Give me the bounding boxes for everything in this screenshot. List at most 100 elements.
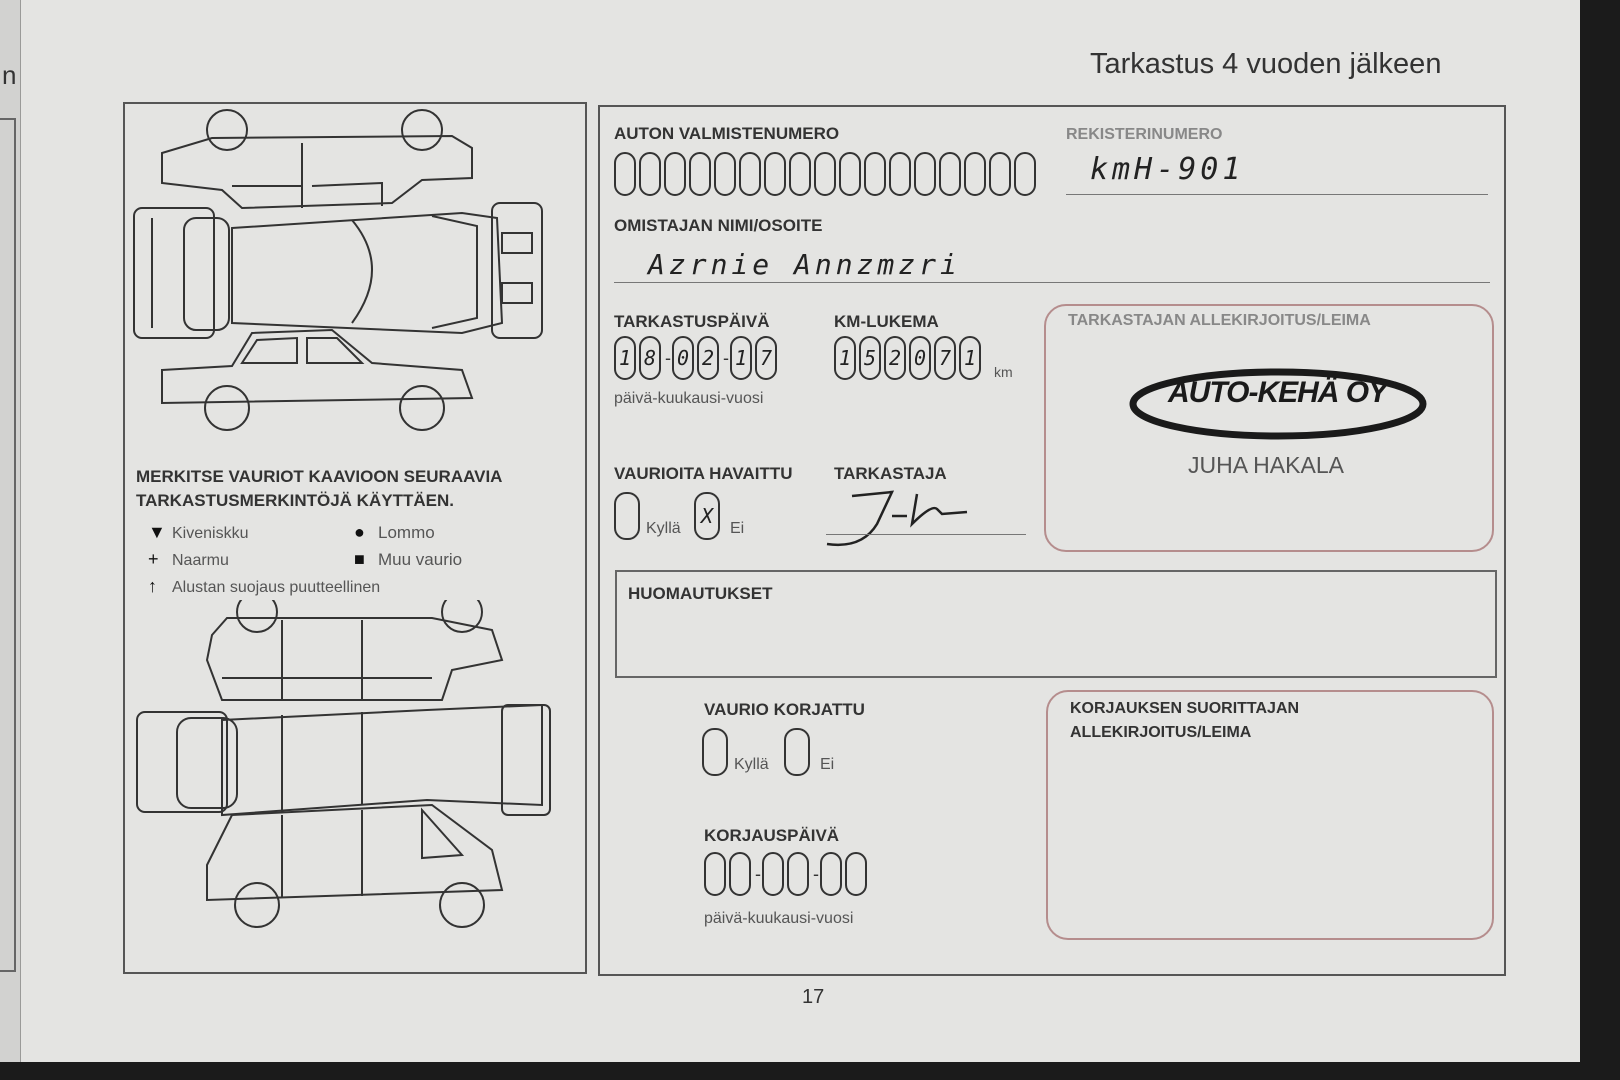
inspector-signature-box[interactable]	[1044, 304, 1494, 552]
car-sedan-diagram	[133, 109, 543, 431]
repair-date-field[interactable]: - -	[704, 852, 870, 896]
vin-digit-box[interactable]	[739, 152, 761, 196]
date-digit: 7	[759, 346, 773, 370]
date-digit-box[interactable]: 0	[672, 336, 694, 380]
vin-digit-box[interactable]	[889, 152, 911, 196]
damage-found-label: VAURIOITA HAVAITTU	[614, 464, 793, 483]
vin-digit-box[interactable]	[714, 152, 736, 196]
vin-digit-box[interactable]	[664, 152, 686, 196]
date-separator: -	[665, 348, 671, 368]
repair-date-digit-box[interactable]	[820, 852, 842, 896]
remarks-label: HUOMAUTUKSET	[628, 584, 773, 603]
legend-label: Muu vaurio	[378, 550, 463, 569]
vin-digit-box[interactable]	[914, 152, 936, 196]
date-digit: 1	[618, 346, 632, 370]
inspector-label: TARKASTAJA	[834, 464, 947, 483]
page-title: Tarkastus 4 vuoden jälkeen	[1090, 48, 1442, 80]
repairer-signature-label-1: KORJAUKSEN SUORITTAJAN	[1070, 700, 1300, 717]
stamp-person-name: JUHA HAKALA	[1188, 452, 1344, 478]
vin-digit-box[interactable]	[764, 152, 786, 196]
date-digit-box[interactable]: 8	[639, 336, 661, 380]
vin-digit-box[interactable]	[989, 152, 1011, 196]
inspector-signature-label: TARKASTAJAN ALLEKIRJOITUS/LEIMA	[1068, 312, 1371, 329]
square-icon: ■	[354, 549, 365, 569]
repaired-yes-label: Kyllä	[734, 756, 769, 773]
vin-field[interactable]	[614, 152, 1039, 196]
legend-scratch: +Naarmu	[148, 549, 229, 570]
km-digit-box[interactable]: 7	[934, 336, 956, 380]
date-separator: -	[755, 864, 761, 884]
vin-digit-box[interactable]	[1014, 152, 1036, 196]
car-minivan-diagram	[136, 600, 551, 928]
owner-label: OMISTAJAN NIMI/OSOITE	[614, 216, 823, 235]
legend-other-damage: ■ Muu vaurio	[354, 549, 462, 570]
km-digit: 2	[888, 346, 902, 370]
damage-yes-checkbox[interactable]	[614, 492, 640, 540]
company-stamp-logo	[1129, 368, 1427, 440]
legend-label: Alustan suojaus puutteellinen	[172, 579, 381, 596]
vin-digit-box[interactable]	[789, 152, 811, 196]
vin-digit-box[interactable]	[839, 152, 861, 196]
registration-line	[1066, 194, 1488, 195]
damage-no-label: Ei	[730, 520, 745, 537]
date-digit: 8	[643, 346, 657, 370]
previous-page-frame	[0, 118, 16, 972]
vin-digit-box[interactable]	[614, 152, 636, 196]
km-digit-box[interactable]: 0	[909, 336, 931, 380]
inspection-date-label: TARKASTUSPÄIVÄ	[614, 312, 770, 331]
km-digit: 1	[963, 346, 977, 370]
damage-no-checkbox[interactable]: X	[694, 492, 720, 540]
repair-date-digit-box[interactable]	[704, 852, 726, 896]
date-separator: -	[813, 864, 819, 884]
km-digit: 7	[938, 346, 952, 370]
vin-digit-box[interactable]	[814, 152, 836, 196]
owner-value[interactable]: Azrnie Annzmzri	[648, 248, 961, 281]
vin-label: AUTON VALMISTENUMERO	[614, 124, 840, 143]
inspection-date-field[interactable]: 1 8 - 0 2 - 1 7	[614, 336, 780, 380]
repairer-signature-label-2: ALLEKIRJOITUS/LEIMA	[1070, 724, 1252, 741]
remarks-box[interactable]	[615, 570, 1497, 678]
damage-diagram-panel	[123, 102, 587, 974]
arrow-up-icon: ↑	[148, 576, 157, 596]
date-digit-box[interactable]: 1	[730, 336, 752, 380]
date-digit: 0	[676, 346, 690, 370]
date-digit-box[interactable]: 1	[614, 336, 636, 380]
registration-value[interactable]: kmH-901	[1090, 152, 1245, 187]
km-digit: 0	[913, 346, 927, 370]
repaired-label: VAURIO KORJATTU	[704, 700, 865, 719]
date-digit-box[interactable]: 2	[697, 336, 719, 380]
vin-digit-box[interactable]	[864, 152, 886, 196]
stamp-company-name: AUTO-KEHÄ OY	[1168, 376, 1388, 409]
repaired-no-checkbox[interactable]	[784, 728, 810, 776]
date-digit: 1	[734, 346, 748, 370]
manual-page: n Tarkastus 4 vuoden jälkeen MERKITSE VA…	[0, 0, 1580, 1062]
vin-digit-box[interactable]	[639, 152, 661, 196]
legend-underbody: ↑ Alustan suojaus puutteellinen	[148, 576, 380, 597]
date-digit-box[interactable]: 7	[755, 336, 777, 380]
inspection-form-panel	[598, 105, 1506, 976]
odometer-field[interactable]: 1 5 2 0 7 1	[834, 336, 984, 380]
repair-date-digit-box[interactable]	[787, 852, 809, 896]
repair-date-caption: päivä-kuukausi-vuosi	[704, 910, 854, 927]
damage-yes-label: Kyllä	[646, 520, 681, 537]
legend-label: Lommo	[378, 523, 435, 542]
km-digit: 1	[838, 346, 852, 370]
repair-date-digit-box[interactable]	[729, 852, 751, 896]
km-digit-box[interactable]: 5	[859, 336, 881, 380]
date-digit: 2	[701, 346, 715, 370]
repairer-signature-box[interactable]	[1046, 690, 1494, 940]
plus-icon: +	[148, 549, 159, 569]
repair-date-label: KORJAUSPÄIVÄ	[704, 826, 840, 845]
legend-stone-chip: ▼Kiveniskku	[148, 522, 248, 543]
vin-digit-box[interactable]	[964, 152, 986, 196]
vin-digit-box[interactable]	[689, 152, 711, 196]
dot-icon: ●	[354, 522, 365, 542]
km-digit-box[interactable]: 1	[959, 336, 981, 380]
km-digit-box[interactable]: 1	[834, 336, 856, 380]
repair-date-digit-box[interactable]	[845, 852, 867, 896]
vin-digit-box[interactable]	[939, 152, 961, 196]
repaired-yes-checkbox[interactable]	[702, 728, 728, 776]
km-digit-box[interactable]: 2	[884, 336, 906, 380]
repaired-no-label: Ei	[820, 756, 835, 773]
repair-date-digit-box[interactable]	[762, 852, 784, 896]
